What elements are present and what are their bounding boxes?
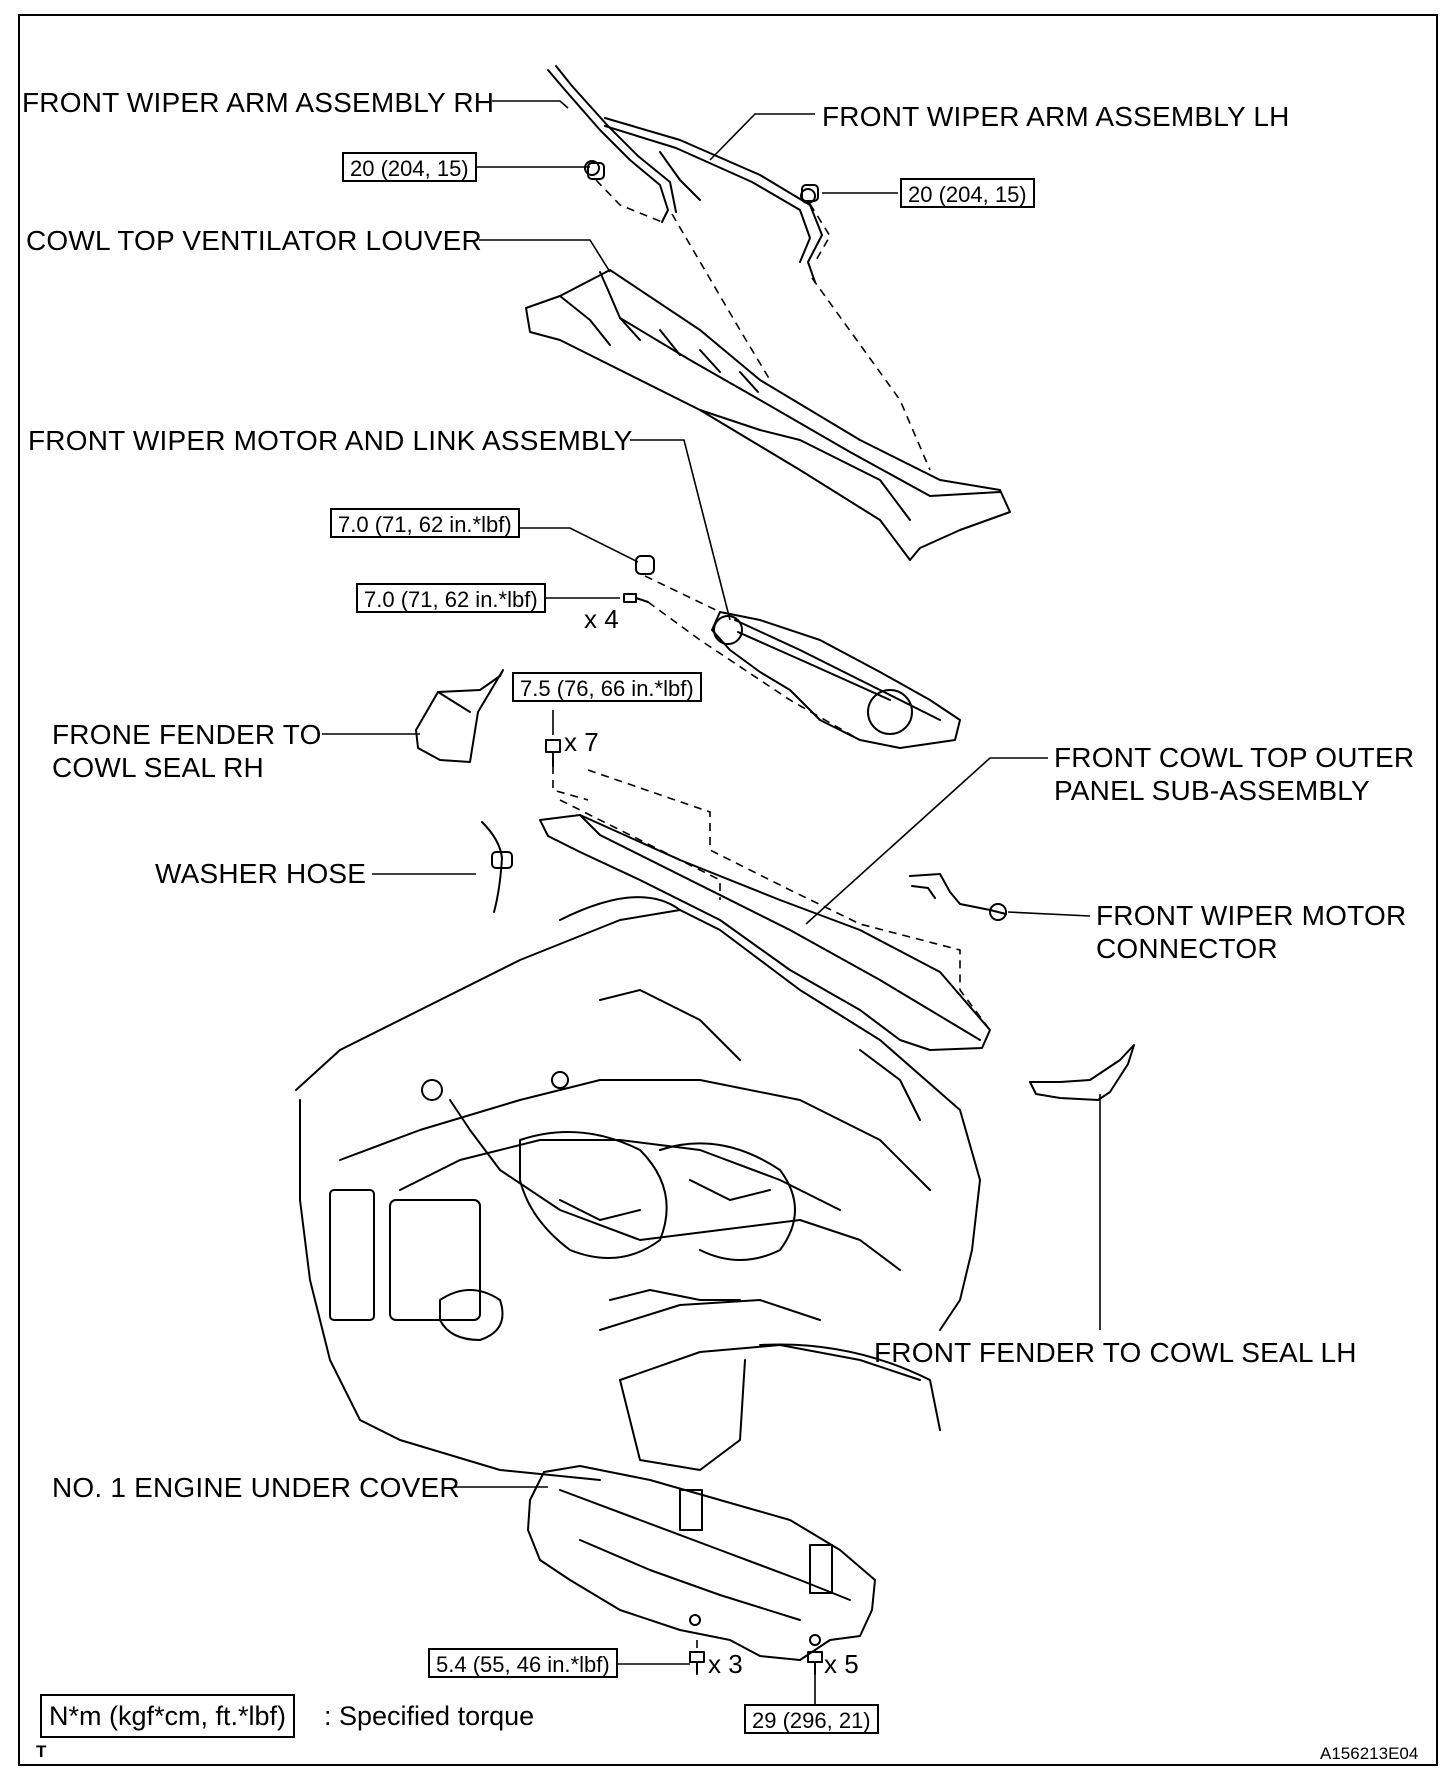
label-cowl-outer-panel-line2: PANEL SUB-ASSEMBLY (1054, 775, 1370, 806)
fender-seal-lh-part (1029, 1044, 1135, 1101)
torque-under-cover-bolt-b: 29 (296, 21) (744, 1704, 879, 1734)
label-washer-hose: WASHER HOSE (155, 858, 367, 889)
qty-under-cover-bolt-b: x 5 (824, 1649, 859, 1679)
label-wiper-motor-connector-line1: FRONT WIPER MOTOR (1096, 900, 1407, 931)
label-fender-seal-rh: FRONE FENDER TO COWL SEAL RH (52, 718, 322, 784)
wiper-motor-link-part (711, 611, 961, 749)
label-cowl-outer-panel: FRONT COWL TOP OUTER PANEL SUB-ASSEMBLY (1054, 741, 1414, 807)
label-engine-under-cover: NO. 1 ENGINE UNDER COVER (52, 1472, 460, 1503)
qty-wiper-motor-bolt: x 4 (584, 604, 619, 634)
corner-mark-left: T (36, 1742, 47, 1761)
engine-under-cover-part (527, 1465, 876, 1661)
label-wiper-motor-connector: FRONT WIPER MOTOR CONNECTOR (1096, 899, 1406, 965)
torque-outer-panel-bolt: 7.5 (76, 66 in.*lbf) (512, 672, 702, 702)
torque-wiper-motor-bolt: 7.0 (71, 62 in.*lbf) (356, 583, 546, 613)
fender-seal-rh-part (415, 669, 504, 763)
label-wiper-motor-connector-line2: CONNECTOR (1096, 933, 1278, 964)
label-fender-seal-rh-line2: COWL SEAL RH (52, 752, 264, 783)
label-fender-seal-lh: FRONT FENDER TO COWL SEAL LH (874, 1337, 1357, 1368)
installation-guide-lines (552, 179, 991, 1652)
cowl-outer-panel-part (539, 814, 991, 1051)
label-cowl-louver: COWL TOP VENTILATOR LOUVER (26, 225, 482, 256)
diagram-frame (18, 14, 1438, 1766)
label-wiper-arm-rh: FRONT WIPER ARM ASSEMBLY RH (22, 87, 495, 118)
qty-outer-panel-bolt: x 7 (564, 727, 599, 757)
torque-under-cover-bolt-a: 5.4 (55, 46 in.*lbf) (428, 1648, 618, 1678)
label-fender-seal-rh-line1: FRONE FENDER TO (52, 719, 322, 750)
washer-hose-part (481, 821, 513, 913)
engine-compartment-part (295, 896, 981, 1481)
leader-lines (322, 100, 1101, 1704)
torque-wiper-motor-nut: 7.0 (71, 62 in.*lbf) (330, 508, 520, 538)
qty-under-cover-bolt-a: x 3 (708, 1649, 743, 1679)
fasteners (545, 162, 823, 1675)
figure-code: A156213E04 (1320, 1744, 1419, 1763)
legend-torque-unit-box: N*m (kgf*cm, ft.*lbf) (40, 1694, 296, 1738)
label-wiper-arm-lh: FRONT WIPER ARM ASSEMBLY LH (822, 101, 1290, 132)
cowl-louver-part (525, 269, 1011, 561)
label-cowl-outer-panel-line1: FRONT COWL TOP OUTER (1054, 742, 1415, 773)
torque-wiper-arm-lh: 20 (204, 15) (900, 178, 1035, 208)
wiper-arm-rh-part (547, 65, 677, 223)
torque-wiper-arm-rh: 20 (204, 15) (342, 152, 477, 182)
label-wiper-motor-link: FRONT WIPER MOTOR AND LINK ASSEMBLY (28, 425, 633, 456)
wiper-arm-lh-part (604, 117, 823, 283)
wiper-motor-connector-part (909, 873, 1007, 921)
legend-torque-text: : Specified torque (324, 1701, 535, 1731)
